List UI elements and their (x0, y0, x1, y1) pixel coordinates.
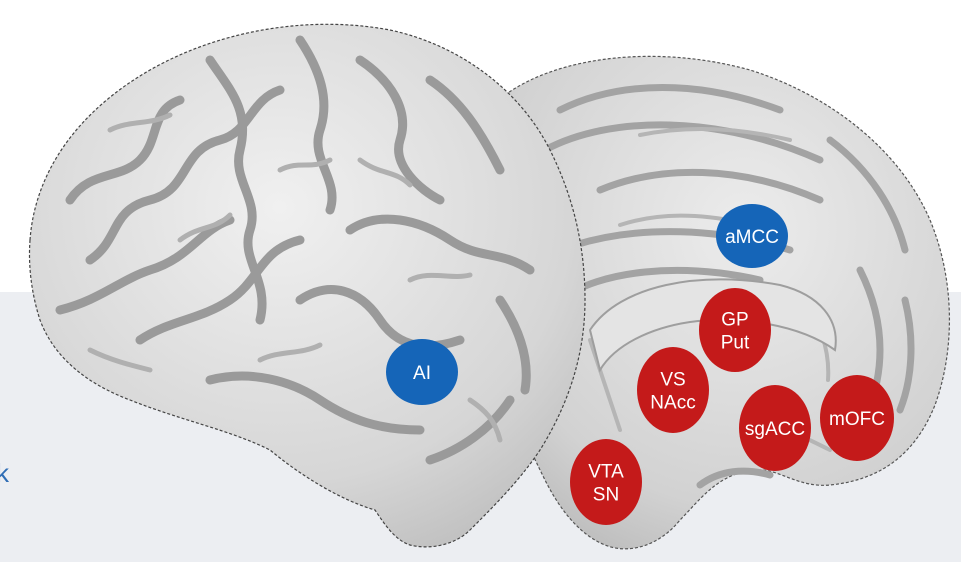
region-marker-vs-nacc: VSNAcc (637, 347, 709, 433)
region-label: SN (593, 485, 619, 506)
region-label: VTA (588, 462, 624, 483)
region-marker-mofc: mOFC (820, 375, 894, 461)
region-label: aMCC (725, 227, 779, 248)
region-marker-amcc: aMCC (716, 204, 788, 268)
region-label: VS (660, 370, 685, 391)
region-marker-ai: AI (386, 339, 458, 405)
lateral-hemisphere (29, 24, 585, 547)
region-label: Put (721, 333, 750, 354)
region-label: AI (413, 363, 431, 384)
region-label: sgACC (745, 419, 805, 440)
region-label: NAcc (650, 393, 695, 414)
region-label: mOFC (829, 409, 885, 430)
region-label: GP (721, 310, 748, 331)
region-marker-gp-put: GPPut (699, 288, 771, 372)
region-marker-vta-sn: VTASN (570, 439, 642, 525)
region-marker-sgacc: sgACC (739, 385, 811, 471)
